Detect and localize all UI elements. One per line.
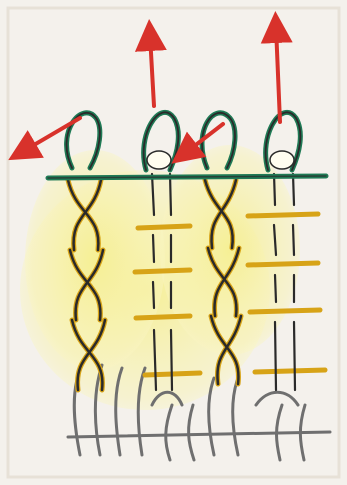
diagram-stage xyxy=(0,0,347,485)
knitting-diagram xyxy=(0,0,347,485)
